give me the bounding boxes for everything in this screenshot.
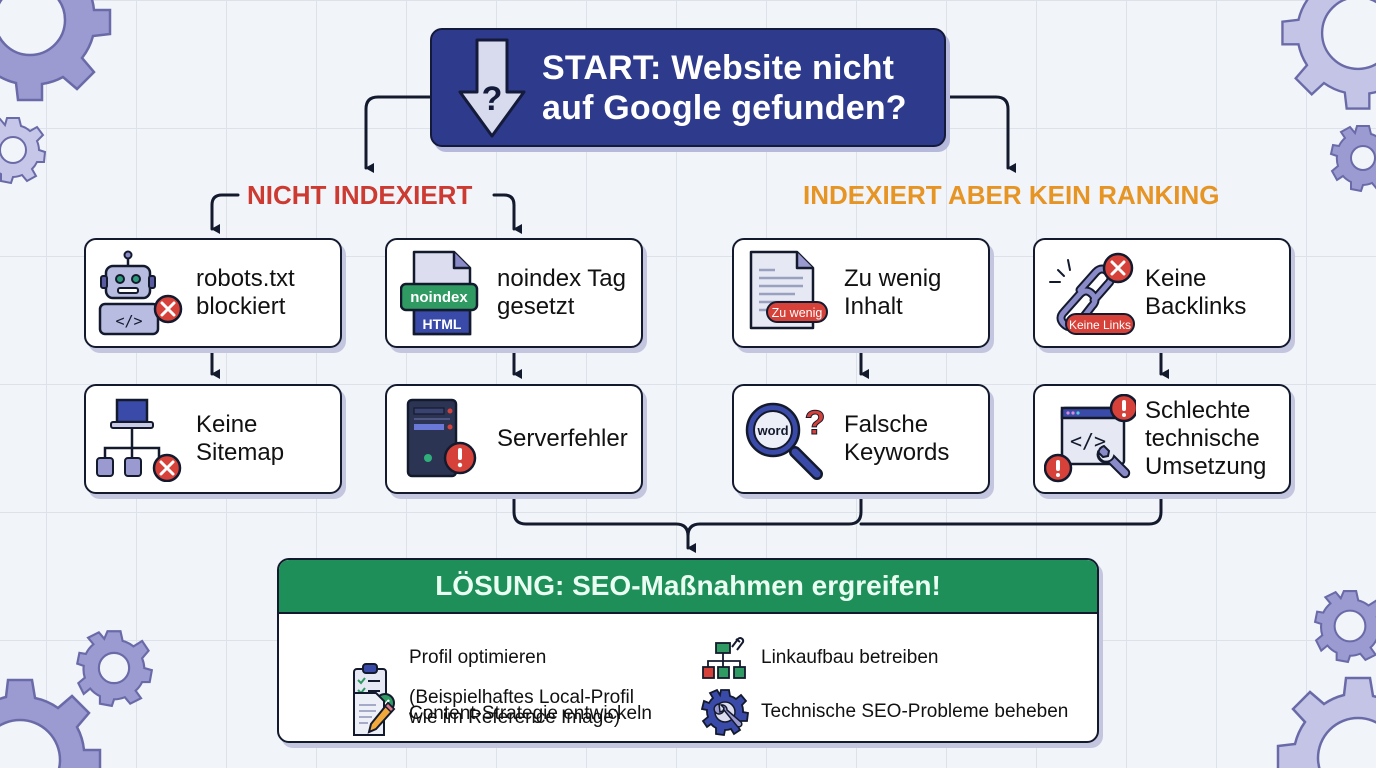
card-zu-wenig-inhalt: Zu wenig Zu wenig Inhalt: [732, 238, 990, 348]
robot-blocked-icon: </>: [86, 240, 196, 346]
card-keine-backlinks: Keine Links Keine Backlinks: [1033, 238, 1291, 348]
gear-decoration-bottom-right: [1276, 676, 1376, 768]
solution-item-linkaufbau: Linkaufbau betreiben: [701, 628, 938, 688]
card-label: Zu wenig Inhalt: [844, 265, 942, 320]
broken-chain-icon: Keine Links: [1035, 240, 1145, 346]
noindex-html-file-icon: noindex HTML: [387, 240, 497, 346]
sitemap-missing-icon: [86, 386, 196, 492]
gear-decoration-bottom-right-small: [1313, 590, 1376, 664]
card-serverfehler: Serverfehler: [385, 384, 643, 494]
document-thin-content-icon: Zu wenig: [734, 240, 844, 346]
branch-label-indexiert-kein-ranking: INDEXIERT ABER KEIN RANKING: [803, 180, 1220, 210]
solution-item-title: Content-Strategie entwickeln: [409, 703, 652, 724]
card-schlechte-technische-umsetzung: </> Schlechte technische Umsetzung: [1033, 384, 1291, 494]
gear-decoration-right-small: [1329, 125, 1376, 193]
card-keine-sitemap: Keine Sitemap: [84, 384, 342, 494]
branch-label-nicht-indexiert: NICHT INDEXIERT: [247, 180, 473, 210]
card-label: Schlechte technische Umsetzung: [1145, 397, 1267, 480]
gear-decoration-left-small: [0, 117, 47, 185]
card-label: Keine Backlinks: [1145, 265, 1247, 320]
solution-title: LÖSUNG: SEO-Maßnahmen ergreifen!: [279, 560, 1097, 614]
gear-decoration-top-left: [0, 0, 112, 102]
document-pencil-icon: [349, 690, 397, 738]
solution-item-technische-seo: Technische SEO-Probleme beheben: [701, 682, 1069, 741]
card-label: Serverfehler: [497, 425, 628, 452]
svg-text:Zu wenig: Zu wenig: [772, 306, 823, 320]
link-hierarchy-icon: [701, 634, 749, 682]
svg-text:word: word: [756, 423, 788, 438]
svg-text:HTML: HTML: [423, 316, 462, 332]
svg-text:?: ?: [805, 404, 826, 442]
magnifier-word-icon: word ?: [734, 386, 844, 492]
solution-item-content-strategie: Content-Strategie entwickeln: [349, 684, 652, 741]
card-noindex-tag: noindex HTML noindex Tag gesetzt: [385, 238, 643, 348]
server-error-icon: [387, 386, 497, 492]
gear-decoration-top-right: [1281, 0, 1376, 110]
solution-item-title: Linkaufbau betreiben: [761, 647, 939, 668]
solution-panel: LÖSUNG: SEO-Maßnahmen ergreifen! Profil …: [277, 558, 1099, 743]
solution-item-title: Technische SEO-Probleme beheben: [761, 701, 1069, 722]
start-title: START: Website nicht auf Google gefunden…: [542, 48, 907, 127]
card-label: noindex Tag gesetzt: [497, 265, 626, 320]
card-label: Falsche Keywords: [844, 411, 950, 466]
card-falsche-keywords: word ? Falsche Keywords: [732, 384, 990, 494]
svg-text:</>: </>: [115, 312, 142, 330]
start-node: ? START: Website nicht auf Google gefund…: [430, 28, 946, 147]
svg-text:Keine Links: Keine Links: [1069, 318, 1131, 332]
card-robots-blockiert: </> robots.txt blockiert: [84, 238, 342, 348]
gear-decoration-bottom-left-small: [75, 630, 154, 708]
card-label: Keine Sitemap: [196, 411, 285, 466]
gear-wrench-icon: [701, 688, 749, 736]
svg-text:noindex: noindex: [410, 289, 468, 306]
svg-text:?: ?: [482, 80, 503, 118]
question-down-arrow-icon: ?: [442, 30, 542, 145]
code-wrench-warning-icon: </>: [1035, 386, 1145, 492]
solution-item-title: Profil optimieren: [409, 647, 547, 668]
gear-decoration-bottom-left: [0, 678, 102, 768]
solution-item-detail: (Beispielhaftes Local-Profil wie im Refe…: [409, 687, 634, 728]
card-label: robots.txt blockiert: [196, 265, 295, 320]
